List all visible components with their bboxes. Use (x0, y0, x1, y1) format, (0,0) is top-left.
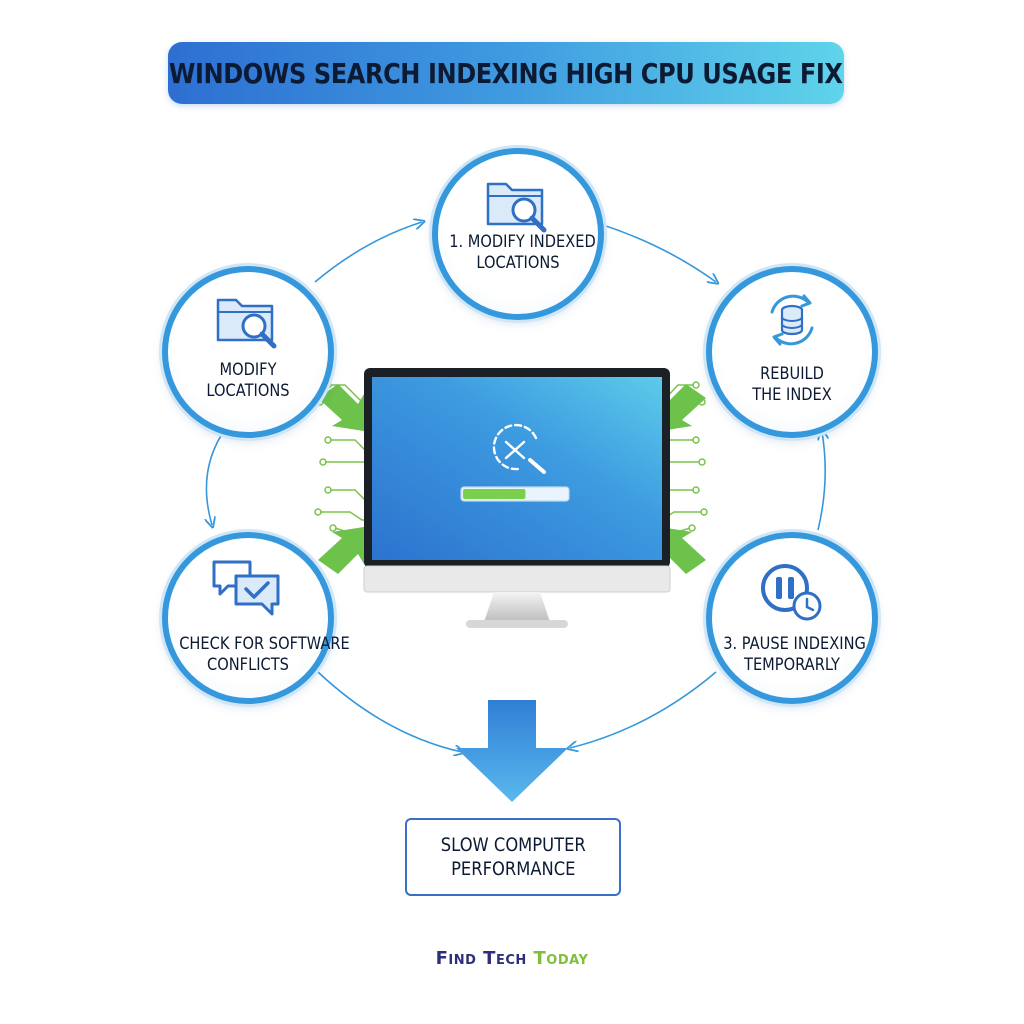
folder-search-icon (486, 182, 547, 233)
node-label: CHECK FOR SOFTWARE CONFLICTS (179, 634, 350, 675)
monitor (363, 368, 671, 628)
connector-right-bottom-to-right-top (818, 432, 825, 531)
flow-connectors (206, 222, 825, 752)
outcome-text: SLOW COMPUTER PERFORMANCE (440, 834, 586, 880)
brand-logo: Find Tech Today (435, 948, 589, 969)
connector-left-top-to-top (314, 222, 422, 283)
connector-top-to-right-top (599, 223, 716, 282)
down-arrow (456, 700, 568, 802)
node-rebuild-index: REBUILD THE INDEX (706, 266, 878, 438)
node-pause-indexing: 3. PAUSE INDEXING TEMPORARLY (706, 532, 878, 704)
green-arrow-lower-left (318, 526, 370, 574)
outcome-box: SLOW COMPUTER PERFORMANCE (405, 818, 621, 896)
progress-bar-fill (463, 489, 526, 499)
green-arrow-upper-left (318, 384, 370, 432)
monitor-stand (484, 592, 550, 622)
node-label: REBUILD THE INDEX (752, 364, 832, 405)
title-banner: WINDOWS SEARCH INDEXING HIGH CPU USAGE F… (168, 42, 844, 104)
page-title: WINDOWS SEARCH INDEXING HIGH CPU USAGE F… (169, 56, 843, 90)
database-refresh-icon (770, 294, 814, 346)
monitor-base (466, 620, 568, 628)
connector-left-bottom-to-outcome (317, 671, 462, 752)
node-modify-indexed-locations: 1. MODIFY INDEXED LOCATIONS (432, 148, 604, 320)
node-label: 3. PAUSE INDEXING TEMPORARLY (723, 634, 866, 675)
node-modify-locations: MODIFY LOCATIONS (162, 266, 334, 438)
pause-clock-icon (761, 564, 822, 621)
search-cancel-icon (492, 423, 546, 474)
chat-check-icon (212, 560, 280, 616)
node-label: 1. MODIFY INDEXED LOCATIONS (449, 232, 596, 273)
monitor-chin (363, 565, 671, 593)
connector-left-top-to-left-bottom (206, 427, 227, 525)
node-check-software-conflicts: CHECK FOR SOFTWARE CONFLICTS (162, 532, 350, 704)
folder-search-icon (216, 298, 277, 349)
connector-right-bottom-to-outcome (570, 671, 717, 748)
node-label: MODIFY LOCATIONS (206, 360, 290, 401)
